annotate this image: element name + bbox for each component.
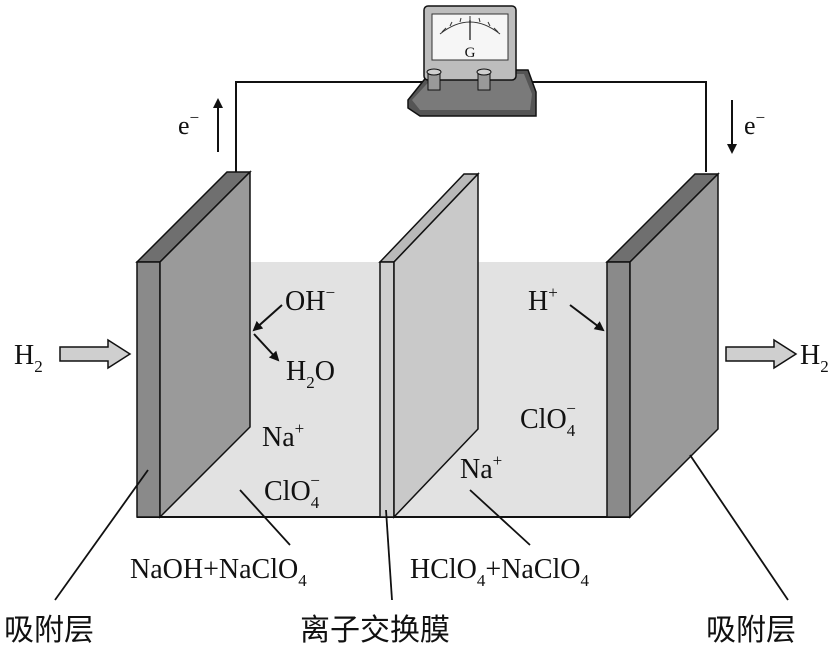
leader-left-solution xyxy=(239,489,291,546)
adsorption-layer-right-label: 吸附层 xyxy=(706,613,796,648)
hydrogen-in-arrow xyxy=(59,338,132,370)
left-solution-label: NaOH+NaClO4 xyxy=(130,554,307,590)
clo4-ion-left-label: ClO4− xyxy=(264,471,320,512)
na-ion-right-label: Na+ xyxy=(460,451,502,485)
leader-left-adsorption xyxy=(54,469,149,601)
water-label: H2O xyxy=(286,356,335,392)
clo4-ion-right-label: ClO4− xyxy=(520,399,576,440)
h-ion-arrow xyxy=(569,304,605,332)
leader-right-solution xyxy=(469,489,531,546)
h-ion-label: H+ xyxy=(528,283,558,317)
adsorption-layer-left-label: 吸附层 xyxy=(4,613,94,648)
na-ion-left-label: Na+ xyxy=(262,419,304,453)
hydrogen-label-right: H2 xyxy=(800,340,829,376)
electron-label-right: e− xyxy=(744,108,765,140)
electron-label-left: e− xyxy=(178,108,199,140)
leader-membrane xyxy=(385,509,393,601)
galvanometer: G xyxy=(407,5,537,117)
right-electrode xyxy=(605,172,720,519)
hydrogen-label-left: H2 xyxy=(14,340,43,376)
hydrogen-out-arrow xyxy=(725,338,798,370)
left-electrode xyxy=(135,170,252,519)
oh-arrow xyxy=(252,304,283,332)
membrane-label: 离子交换膜 xyxy=(300,613,450,648)
oh-ion-label: OH− xyxy=(285,283,335,317)
right-solution-label: HClO4+NaClO4 xyxy=(410,554,590,590)
water-arrow xyxy=(253,333,280,362)
galvanometer-label: G xyxy=(465,45,476,61)
ion-exchange-membrane xyxy=(378,172,480,519)
leader-right-adsorption xyxy=(689,454,789,601)
